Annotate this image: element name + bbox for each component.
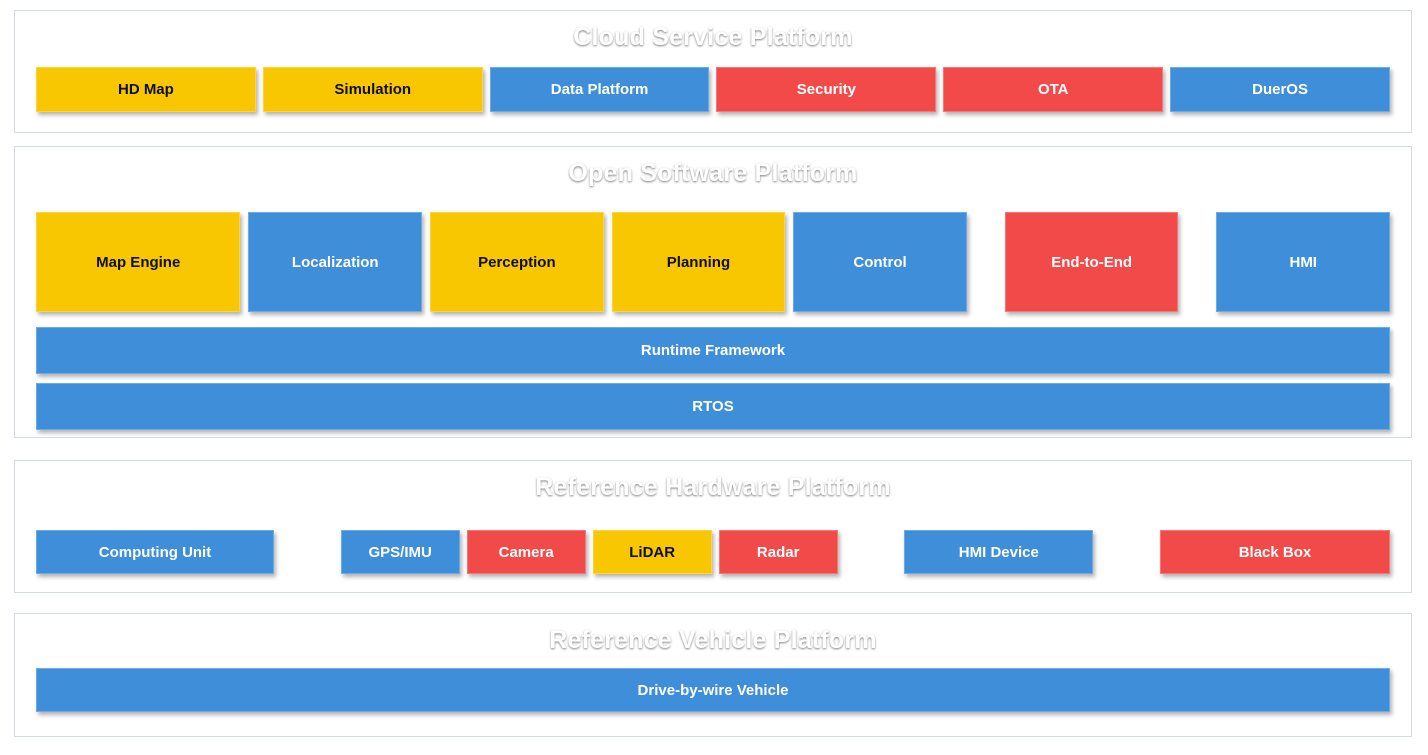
vehicle-platform-title: Reference Vehicle Platform	[549, 626, 877, 654]
bar-rtos: RTOS	[36, 383, 1390, 430]
bar-runtime-framework: Runtime Framework	[36, 327, 1390, 374]
cloud-platform-title: Cloud Service Platform	[573, 23, 853, 51]
box-perception: Perception	[430, 212, 604, 312]
hardware-group-hmi-device: HMI Device	[904, 530, 1094, 574]
box-gps-imu: GPS/IMU	[340, 530, 460, 574]
box-hd-map: HD Map	[36, 67, 256, 112]
box-end-to-end: End-to-End	[1004, 212, 1179, 312]
section-reference-vehicle-platform: Reference Vehicle Platform Drive-by-wire…	[14, 613, 1412, 737]
box-localization: Localization	[248, 212, 423, 312]
section-open-software-platform: Open Software Platform Map Engine Locali…	[14, 146, 1412, 438]
box-security: Security	[716, 67, 937, 112]
box-camera: Camera	[466, 530, 586, 574]
software-platform-title: Open Software Platform	[568, 159, 858, 187]
box-hmi: HMI	[1216, 212, 1391, 312]
box-data-platform: Data Platform	[489, 67, 710, 112]
box-planning: Planning	[611, 212, 786, 312]
section-reference-hardware-platform: Reference Hardware Platform Computing Un…	[14, 460, 1412, 593]
box-ota: OTA	[943, 67, 1164, 112]
hardware-group-black-box: Black Box	[1159, 530, 1390, 574]
box-hmi-device: HMI Device	[904, 530, 1094, 574]
box-radar: Radar	[718, 530, 838, 574]
box-lidar: LiDAR	[592, 530, 712, 574]
hardware-group-computing: Computing Unit	[36, 530, 274, 574]
box-computing-unit: Computing Unit	[36, 530, 274, 574]
bar-drive-by-wire-vehicle: Drive-by-wire Vehicle	[36, 668, 1390, 712]
hardware-group-sensors: GPS/IMU Camera LiDAR Radar	[340, 530, 838, 574]
box-black-box: Black Box	[1159, 530, 1390, 574]
hardware-boxes-row: Computing Unit GPS/IMU Camera LiDAR Rada…	[36, 530, 1390, 574]
section-cloud-service-platform: Cloud Service Platform HD Map Simulation…	[14, 10, 1412, 133]
software-boxes-row: Map Engine Localization Perception Plann…	[36, 212, 1391, 312]
hardware-platform-title: Reference Hardware Platform	[535, 473, 891, 501]
cloud-boxes-row: HD Map Simulation Data Platform Security…	[36, 67, 1390, 112]
box-control: Control	[793, 212, 967, 312]
box-simulation: Simulation	[262, 67, 483, 112]
box-dueros: DuerOS	[1170, 67, 1390, 112]
box-map-engine: Map Engine	[36, 212, 241, 312]
